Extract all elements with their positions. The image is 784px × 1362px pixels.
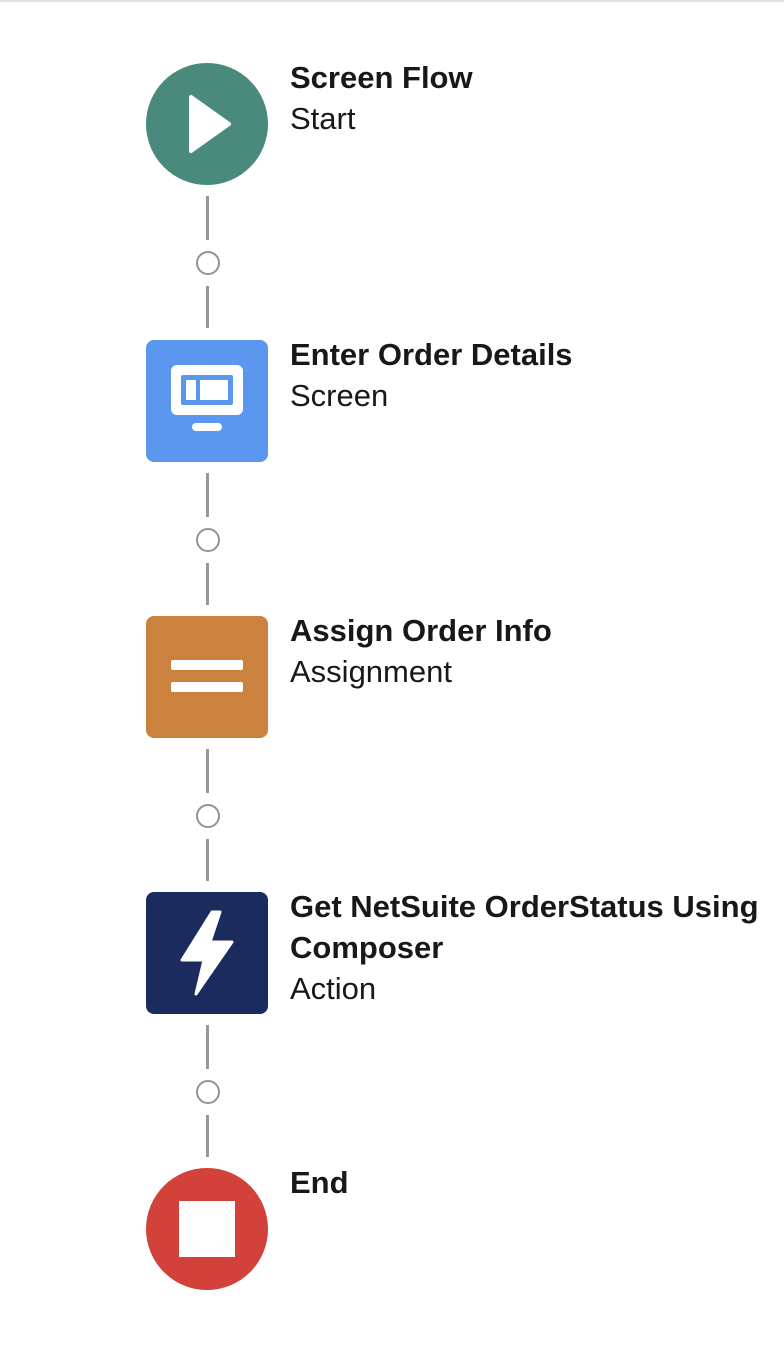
node-type: Assignment [290, 654, 452, 689]
connector-line [206, 1115, 209, 1157]
stop-square-icon [179, 1201, 235, 1257]
node-title: Get NetSuite OrderStatus Using Composer [290, 889, 759, 965]
connector-line [206, 473, 209, 517]
node-type: Screen [290, 378, 389, 413]
action-node-label: Get NetSuite OrderStatus Using Composer … [290, 886, 770, 1009]
assignment-node-label: Assign Order Info Assignment [290, 610, 770, 692]
flow-connector [196, 749, 220, 881]
action-node-button[interactable] [146, 892, 268, 1014]
end-node-label: End [290, 1162, 770, 1203]
flow-connector [196, 1025, 220, 1157]
screen-monitor-icon [171, 365, 243, 431]
assignment-node-button[interactable] [146, 616, 268, 738]
screen-node-button[interactable] [146, 340, 268, 462]
end-node-button[interactable] [146, 1168, 268, 1290]
add-element-button[interactable] [196, 1080, 220, 1104]
connector-line [206, 563, 209, 605]
connector-line [206, 839, 209, 881]
add-element-button[interactable] [196, 251, 220, 275]
flow-connector [196, 473, 220, 605]
connector-line [206, 286, 209, 328]
add-element-button[interactable] [196, 804, 220, 828]
connector-line [206, 196, 209, 240]
screen-node-label: Enter Order Details Screen [290, 334, 770, 416]
lightning-bolt-icon [180, 910, 234, 996]
add-element-button[interactable] [196, 528, 220, 552]
connector-line [206, 749, 209, 793]
flow-connector [196, 196, 220, 328]
start-node-label: Screen Flow Start [290, 57, 770, 139]
canvas-top-border [0, 0, 784, 2]
node-title: Screen Flow [290, 60, 473, 95]
play-icon [189, 95, 231, 153]
assignment-equals-icon [171, 660, 243, 692]
connector-line [206, 1025, 209, 1069]
node-title: End [290, 1165, 349, 1200]
node-type: Start [290, 101, 356, 136]
node-title: Enter Order Details [290, 337, 573, 372]
node-type: Action [290, 971, 377, 1006]
start-node-button[interactable] [146, 63, 268, 185]
node-title: Assign Order Info [290, 613, 552, 648]
